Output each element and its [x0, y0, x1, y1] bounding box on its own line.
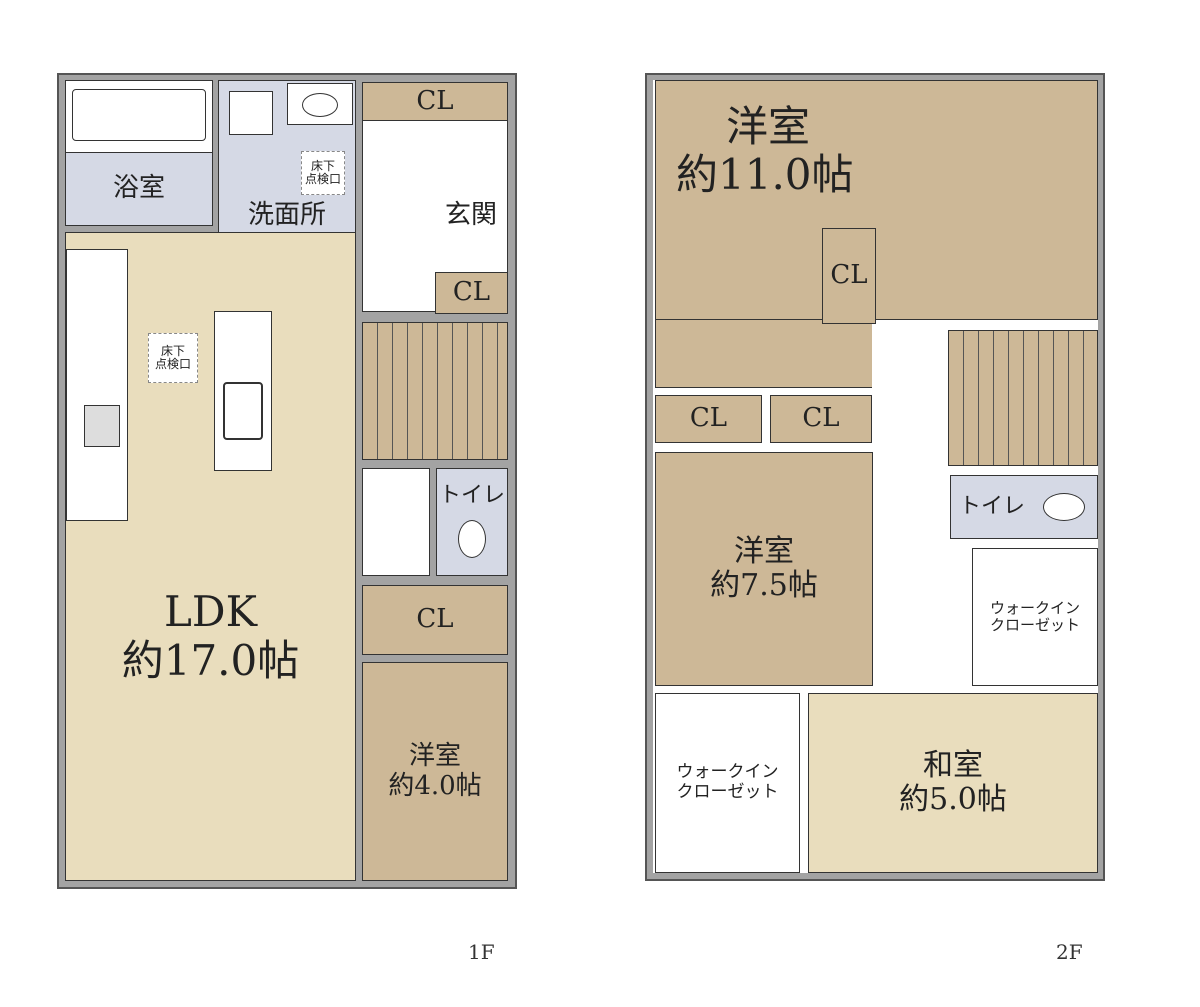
japanese-room: 和室約5.0帖 — [808, 693, 1098, 873]
toilet-label: トイレ — [438, 483, 505, 508]
stove-icon — [84, 405, 120, 447]
room-size: 約11.0帖 — [676, 150, 854, 200]
kitchen-island — [214, 311, 272, 471]
room-size: 約5.0帖 — [899, 782, 1007, 817]
toilet-bowl — [458, 520, 486, 559]
closet-master: CL — [822, 228, 876, 324]
room-name: 洋室 — [726, 102, 811, 151]
washroom: 床下点検口 洗面所 — [218, 80, 356, 240]
room-name: 洋室 — [408, 740, 461, 771]
closet-a: CL — [655, 395, 762, 443]
closet-entrance: CL — [435, 272, 508, 314]
closet-label: CL — [802, 403, 840, 434]
floor2-label: 2F — [1056, 940, 1083, 964]
washroom-label: 洗面所 — [247, 200, 326, 231]
stairs-2f[interactable] — [948, 330, 1098, 466]
bathtub-area — [65, 80, 213, 153]
washing-machine — [229, 91, 273, 135]
closet-label: CL — [830, 260, 868, 291]
kitchen-counter — [66, 249, 128, 521]
wash-basin — [287, 83, 353, 125]
western-room-7-5: 洋室約7.5帖 — [655, 452, 873, 686]
inspection-hatch: 床下点検口 — [148, 333, 198, 383]
toilet-bowl — [1043, 493, 1086, 521]
room-size: 約7.5帖 — [710, 568, 818, 603]
walk-in-closet-right: ウォークインクローゼット — [972, 548, 1098, 686]
stairs[interactable] — [362, 322, 508, 460]
toilet-label: トイレ — [959, 494, 1026, 520]
bathroom-label: 浴室 — [112, 173, 165, 204]
toilet-2f: トイレ — [950, 475, 1098, 539]
walk-in-closet-left: ウォークインクローゼット — [655, 693, 800, 873]
closet-label: CL — [416, 86, 454, 117]
bathtub — [72, 89, 206, 141]
room-size: 約4.0帖 — [388, 770, 482, 801]
entrance-label: 玄関 — [444, 200, 497, 231]
toilet: トイレ — [436, 468, 508, 576]
floor1-label: 1F — [468, 940, 495, 964]
bathroom: 浴室 — [65, 152, 213, 226]
room-name: 和室 — [923, 747, 983, 783]
closet-mid: CL — [362, 585, 508, 655]
western-room-4: 洋室約4.0帖 — [362, 662, 508, 881]
room-name: 洋室 — [734, 533, 794, 569]
inspection-hatch: 床下点検口 — [301, 151, 345, 195]
closet-label: CL — [452, 277, 491, 308]
closet-label: CL — [689, 403, 728, 434]
closet-label: CL — [416, 604, 454, 635]
master-room: 洋室約11.0帖 — [655, 80, 1098, 320]
hall — [362, 468, 430, 576]
closet-b: CL — [770, 395, 872, 443]
closet-top: CL — [362, 82, 508, 122]
